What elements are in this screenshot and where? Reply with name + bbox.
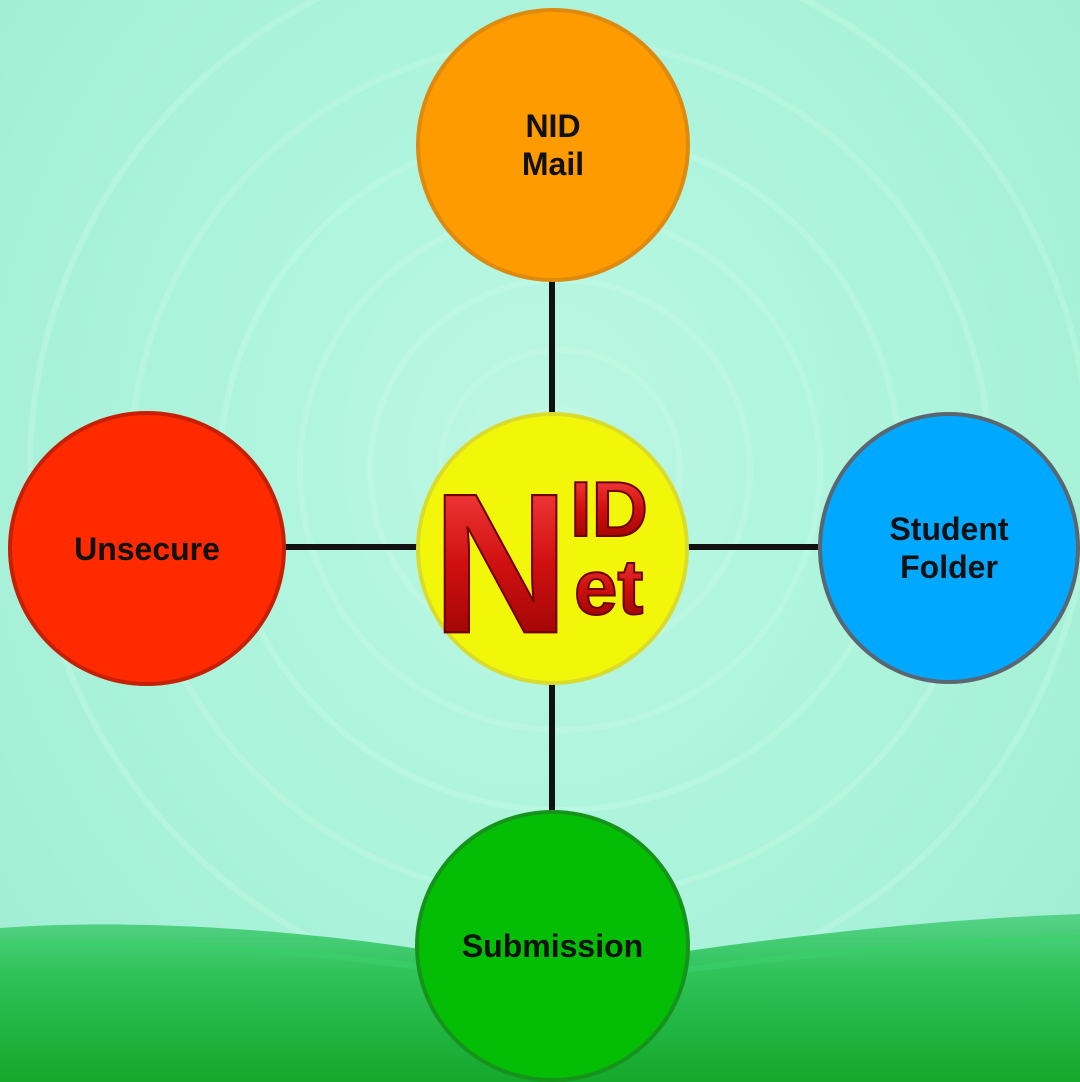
unsecure-node[interactable]: Unsecure	[8, 411, 286, 686]
student-folder-label: Student Folder	[889, 511, 1009, 585]
logo-letter-n: N	[432, 453, 569, 675]
nidnet-hub-node[interactable]: N ID et	[416, 412, 689, 685]
nid-mail-label: NID Mail	[521, 108, 585, 182]
student-folder-node[interactable]: Student Folder	[818, 412, 1080, 684]
nidnet-logo: N ID et	[431, 452, 649, 676]
logo-letters-id: ID	[570, 465, 648, 553]
nid-mail-node[interactable]: NID Mail	[416, 8, 690, 282]
submission-label: Submission	[461, 928, 644, 964]
connector-center-folder	[687, 544, 820, 550]
connector-center-unsecure	[284, 544, 418, 550]
connector-center-submission	[549, 684, 555, 812]
connector-center-mail	[549, 280, 555, 414]
logo-letters-et: et	[574, 543, 643, 631]
submission-node[interactable]: Submission	[415, 810, 690, 1082]
unsecure-label: Unsecure	[74, 530, 220, 567]
